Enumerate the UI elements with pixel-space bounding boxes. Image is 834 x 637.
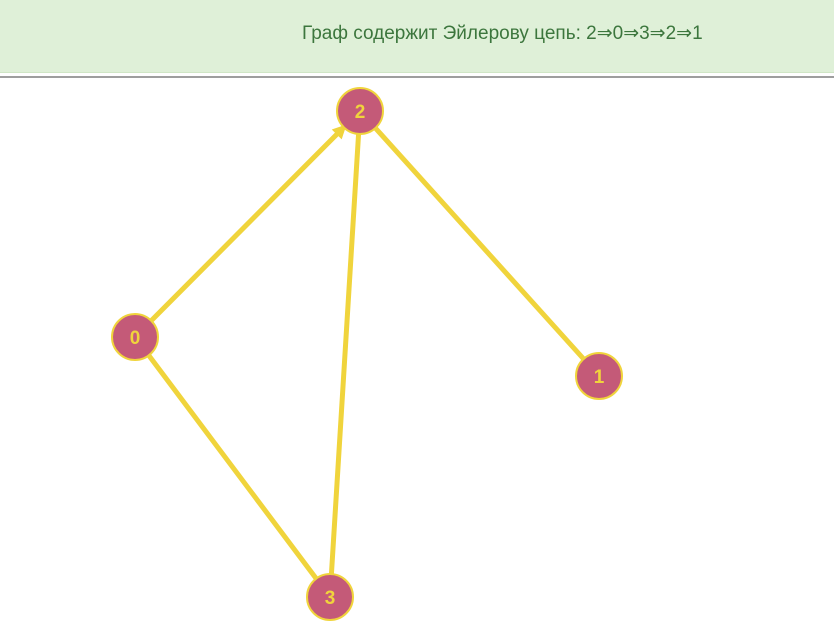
node-1[interactable]: 1 (575, 352, 623, 400)
divider (0, 76, 834, 78)
graph-edges (132, 108, 602, 600)
edge-arrow-marker (331, 124, 347, 140)
node-label: 2 (355, 102, 366, 123)
node-2[interactable]: 2 (336, 87, 384, 135)
node-label: 0 (130, 328, 141, 349)
node-label: 3 (325, 588, 336, 609)
node-0[interactable]: 0 (111, 313, 159, 361)
edge-0-3[interactable] (132, 334, 333, 600)
euler-path-message: Граф содержит Эйлерову цепь: 2⇒0⇒3⇒2⇒1 (302, 23, 703, 44)
graph-nodes: 0 1 2 3 (111, 87, 623, 621)
node-circle[interactable] (306, 573, 354, 621)
node-circle[interactable] (336, 87, 384, 135)
node-3[interactable]: 3 (306, 573, 354, 621)
result-banner: Граф содержит Эйлерову цепь: 2⇒0⇒3⇒2⇒1 (0, 0, 834, 73)
edge-3-2[interactable] (327, 108, 363, 600)
node-circle[interactable] (575, 352, 623, 400)
edge-2-0[interactable] (132, 108, 363, 340)
edge-2-1[interactable] (357, 108, 602, 379)
node-label: 1 (594, 367, 605, 388)
node-circle[interactable] (111, 313, 159, 361)
